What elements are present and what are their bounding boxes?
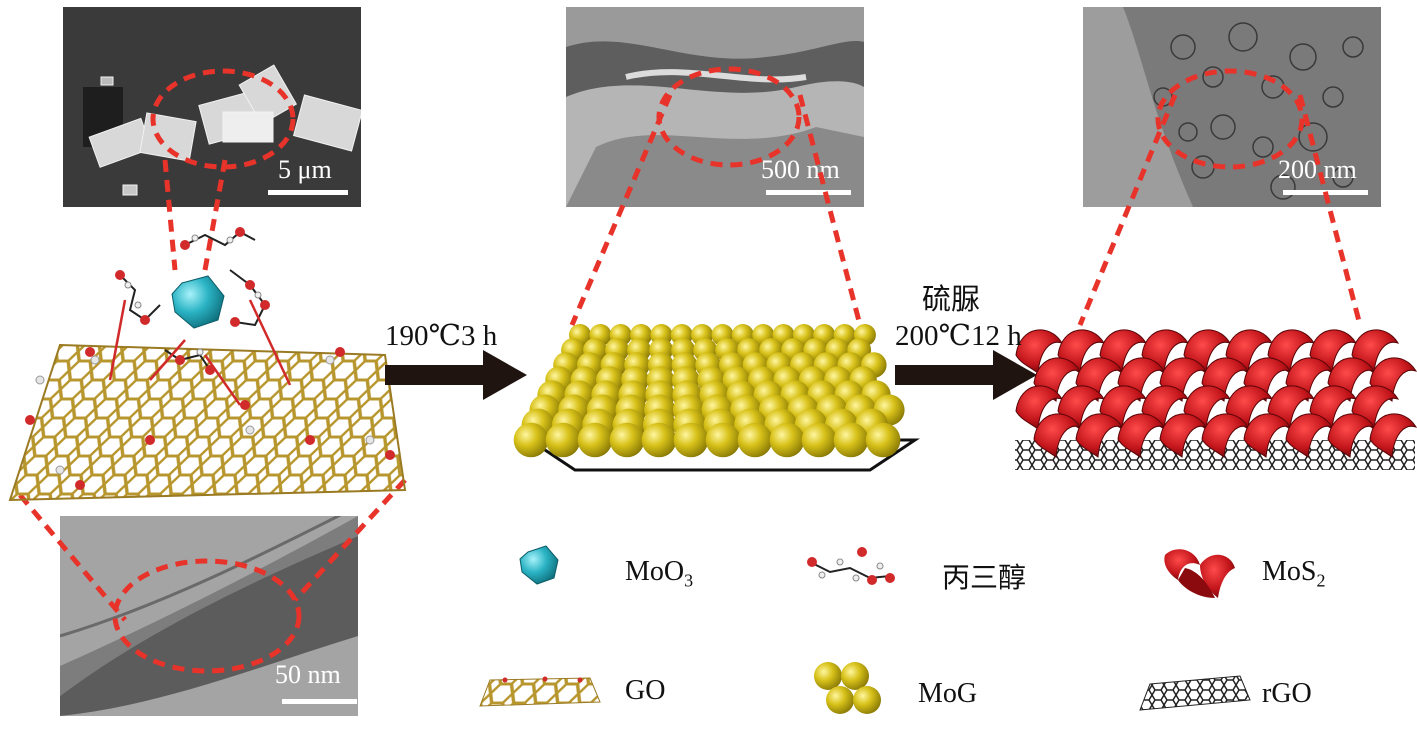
arrow-step1 — [385, 350, 527, 400]
legend-rgo-label: rGO — [1262, 678, 1312, 709]
glycerol-chains — [115, 227, 270, 375]
mos2-petal — [1015, 329, 1064, 374]
step2-reagent-label: 硫脲 — [922, 284, 981, 316]
legend-rgo-icon — [1139, 675, 1251, 711]
mog-ball — [609, 422, 645, 458]
mos2-petal — [1243, 413, 1292, 458]
mog-ball — [801, 422, 837, 458]
mos2-petal — [1201, 413, 1250, 458]
tem-image-mos2: 200 nm — [1083, 7, 1381, 207]
legend-mog-label: MoG — [918, 678, 978, 709]
connector-lines — [18, 94, 1363, 622]
mos2-highlight-ellipse — [1155, 68, 1305, 170]
tem-image-go: 50 nm — [60, 516, 358, 716]
moo3-crystals-graphic — [63, 7, 361, 207]
scale-bar-50nm — [282, 699, 357, 704]
legend-mog-icon — [814, 662, 881, 714]
legend-go-label: GO — [625, 675, 666, 706]
legend-go-icon — [479, 676, 601, 707]
legend-moo3-icon — [519, 545, 559, 585]
mog-ball — [705, 422, 741, 458]
sem-image-mog: 500 nm — [566, 7, 864, 207]
mog-ball — [865, 422, 901, 458]
moo3-highlight-ellipse — [150, 68, 296, 170]
legend-moo3-label: MoO3 — [625, 556, 694, 591]
scale-bar-5um — [268, 190, 348, 195]
scale-label-500nm: 500 nm — [761, 155, 840, 184]
mos2-petal — [1285, 413, 1334, 458]
step1-condition-label: 190℃3 h — [385, 320, 498, 352]
mog-ball — [545, 422, 581, 458]
legend-mos2-label: MoS2 — [1262, 556, 1326, 591]
connector-mog-left — [569, 94, 673, 326]
connector-mog-right — [797, 94, 863, 326]
go-sheet-model — [8, 343, 407, 502]
sem-image-moo3: 5 μm — [63, 7, 361, 207]
mog-ball — [641, 422, 677, 458]
mos2-petal — [1033, 413, 1082, 458]
connector-go-right — [293, 478, 407, 602]
moo3-particle — [171, 275, 225, 329]
mog-surface-graphic — [566, 7, 864, 207]
mos2-petal — [1159, 413, 1208, 458]
scale-bar-500nm — [766, 190, 851, 195]
mog-ball — [673, 422, 709, 458]
connector-mos2-right — [1297, 94, 1363, 326]
go-tem-graphic — [60, 516, 358, 716]
mos2-petal — [1327, 413, 1376, 458]
mos2-petal — [1075, 413, 1124, 458]
mos2-petal — [1369, 413, 1417, 458]
connector-mos2-left — [1077, 94, 1178, 326]
mog-ball — [513, 422, 549, 458]
legend-glycerol-icon — [807, 547, 895, 585]
mos2-petal — [1015, 385, 1064, 430]
connector-moo3-left — [162, 159, 178, 271]
connector-go-left — [18, 493, 127, 622]
scale-label-5um: 5 μm — [278, 155, 332, 184]
mos2-model — [1015, 329, 1417, 470]
go-highlight-ellipse — [112, 558, 302, 674]
arrow-step2 — [895, 350, 1037, 400]
legend-mos2-icon — [1164, 549, 1235, 598]
mos2-petal — [1117, 413, 1166, 458]
mog-ball — [833, 422, 869, 458]
mog-ball — [577, 422, 613, 458]
connector-moo3-right — [202, 159, 228, 271]
step2-condition-label: 200℃12 h — [895, 320, 1022, 352]
scale-label-50nm: 50 nm — [275, 660, 341, 689]
interaction-arrows — [108, 299, 292, 406]
legend-glycerol-label: 丙三醇 — [942, 563, 1027, 594]
mog-ball — [769, 422, 805, 458]
mog-model — [513, 324, 920, 472]
mog-ball — [737, 422, 773, 458]
